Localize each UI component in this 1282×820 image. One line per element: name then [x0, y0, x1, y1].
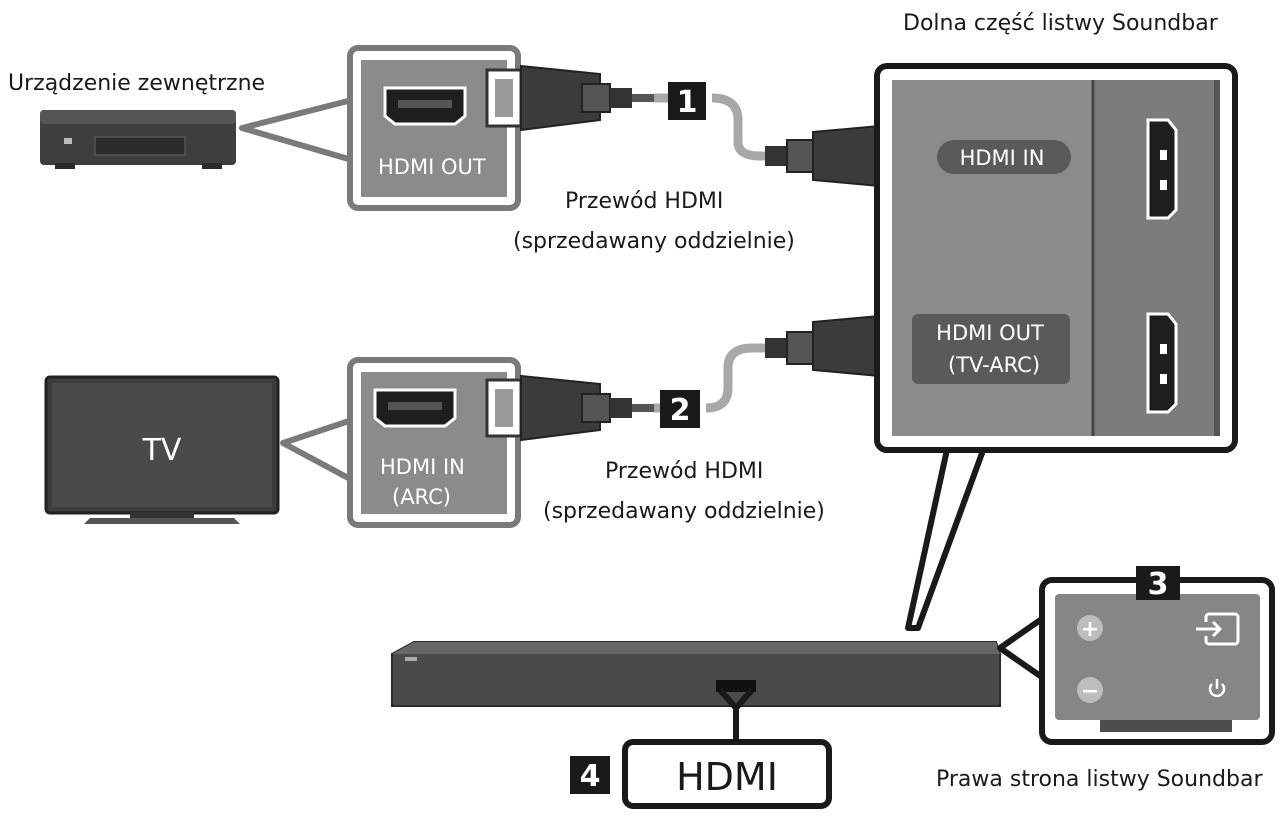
step-number-1: 1 — [677, 85, 698, 120]
power-icon — [1208, 679, 1226, 698]
cable-2-label-line1: Przewód HDMI — [605, 459, 763, 484]
external-device-label: Urządzenie zewnętrzne — [8, 71, 265, 96]
step-number-2: 2 — [670, 393, 691, 428]
step-number-4: 4 — [580, 759, 601, 794]
minus-icon: − — [1081, 679, 1099, 704]
soundbar-out-label-line2: (TV-ARC) — [948, 353, 1040, 377]
cable-2-label-line2: (sprzedawany oddzielnie) — [543, 499, 825, 524]
step-badge-3 — [1136, 566, 1180, 600]
hdmi-callout-label: HDMI — [676, 755, 778, 799]
cable-1-label-line1: Przewód HDMI — [565, 189, 723, 214]
step-number-3: 3 — [1148, 567, 1169, 602]
step-badge-4 — [570, 756, 610, 794]
soundbar-hdmi-out-port — [1146, 312, 1178, 414]
step-badge-2 — [660, 390, 700, 428]
tv — [44, 375, 280, 524]
step-badge-1 — [668, 82, 706, 120]
cable-1-label-line2: (sprzedawany oddzielnie) — [513, 229, 795, 254]
soundbar-right-title: Prawa strona listwy Soundbar — [936, 767, 1263, 792]
soundbar-in-label: HDMI IN — [960, 146, 1045, 170]
soundbar-right-panel — [997, 577, 1275, 745]
hdmi-cable-1 — [485, 64, 914, 188]
tv-hdmi-port — [373, 388, 457, 428]
plus-icon: + — [1081, 617, 1099, 642]
device-port-label: HDMI OUT — [378, 155, 486, 179]
volume-up-button: + — [1077, 615, 1103, 642]
tv-port-label-line2: (ARC) — [392, 485, 451, 509]
soundbar-hdmi-in-port — [1146, 118, 1178, 220]
external-device — [40, 110, 236, 169]
device-hdmi-port — [383, 86, 467, 126]
soundbar-bottom-title: Dolna część listwy Soundbar — [903, 11, 1219, 36]
source-icon — [1196, 612, 1240, 646]
soundbar — [391, 641, 1001, 707]
hdmi-callout-box — [622, 739, 832, 809]
volume-down-button: − — [1077, 677, 1103, 704]
soundbar-bottom-panel — [874, 63, 1238, 631]
tv-port-label-line1: HDMI IN — [380, 455, 465, 479]
soundbar-out-label-line1: HDMI OUT — [936, 321, 1044, 345]
tv-label: TV — [142, 433, 182, 468]
